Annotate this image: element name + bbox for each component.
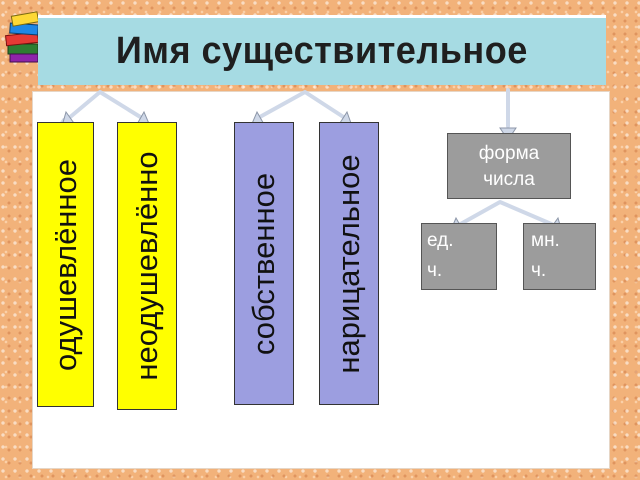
singular-box: ед. ч.: [421, 223, 497, 290]
inanimate-label: неодушевлённо: [129, 151, 164, 381]
number-form-box: форма числа: [447, 133, 571, 199]
proper-column: собственное: [234, 122, 294, 405]
number-form-line1: форма: [478, 143, 540, 164]
books-icon: [5, 11, 40, 63]
common-label: нарицательное: [331, 153, 366, 374]
plural-line1: мн.: [531, 230, 560, 251]
common-column: нарицательное: [319, 122, 379, 405]
animate-column: одушевлённое: [37, 122, 94, 407]
title-banner: Имя существительное: [38, 15, 606, 85]
singular-line2: ч.: [427, 260, 443, 281]
inanimate-column: неодушевлённо: [117, 122, 177, 410]
animate-label: одушевлённое: [47, 158, 83, 371]
number-form-line2: числа: [483, 169, 535, 190]
plural-line2: ч.: [531, 260, 547, 281]
page-title: Имя существительное: [116, 30, 528, 72]
plural-box: мн. ч.: [523, 223, 596, 290]
singular-line1: ед.: [427, 230, 454, 251]
proper-label: собственное: [246, 172, 281, 355]
